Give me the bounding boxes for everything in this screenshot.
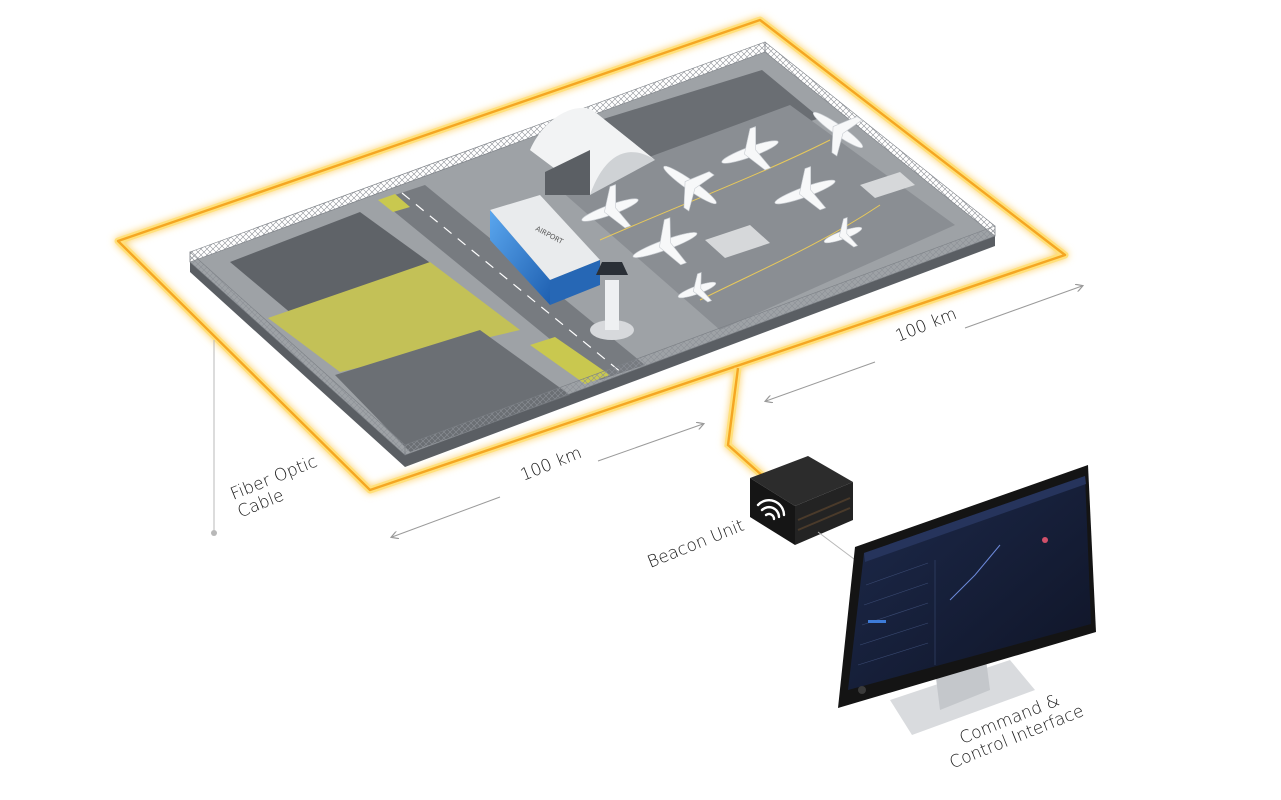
hangar-icon	[530, 107, 655, 195]
monitor-icon	[838, 465, 1096, 735]
control-tower-icon	[590, 262, 634, 340]
dimension-arrow-bottom	[392, 424, 703, 537]
fiber-leader-line	[211, 340, 217, 536]
beacon-logo-icon	[756, 499, 786, 521]
parking-lot	[600, 70, 820, 172]
airplane-icon	[823, 217, 863, 248]
terminal-building-icon: AIRPORT	[490, 195, 600, 305]
fiber-optic-cable	[114, 16, 1069, 494]
beacon-unit	[750, 456, 859, 563]
parking-lot	[230, 212, 440, 325]
airplane-icon	[774, 166, 836, 211]
perimeter-fence	[189, 41, 996, 456]
airplanes	[581, 112, 864, 303]
runway	[380, 185, 645, 380]
airplane-icon	[632, 217, 698, 266]
apron	[560, 105, 955, 330]
airplane-icon	[581, 184, 639, 229]
airplane-icon	[721, 126, 779, 171]
parking-lot	[335, 330, 570, 452]
airplane-icon	[663, 165, 717, 212]
dimension-arrow-right	[766, 286, 1082, 401]
airplane-icon	[677, 272, 717, 303]
airplane-icon	[812, 112, 864, 157]
